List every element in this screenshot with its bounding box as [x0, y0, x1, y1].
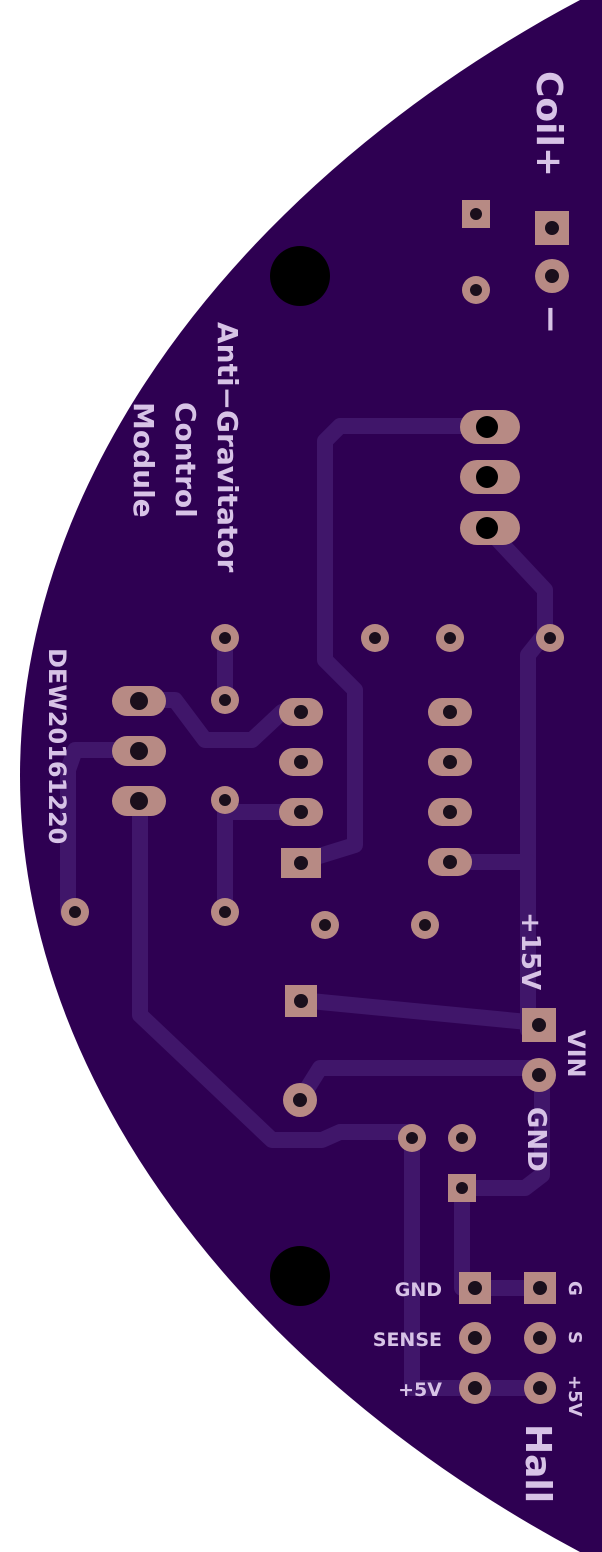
trace-p [454, 1062, 550, 1196]
trace-a [292, 418, 478, 870]
trace-b [479, 520, 553, 648]
ic-pad-1-hole [294, 705, 308, 719]
trace-n [404, 1132, 483, 1396]
via-pads [61, 624, 564, 1152]
pad-425-925-hole [419, 919, 431, 931]
pad-412-1138-hole [406, 1132, 418, 1144]
board-outline [20, 0, 602, 1552]
header-left-pad-3-hole [130, 792, 148, 810]
header-3pin-left [112, 686, 166, 816]
hall-left-pad-gnd-hole [468, 1281, 482, 1295]
pad-225-800-hole [219, 794, 231, 806]
coil-connector [535, 211, 569, 293]
ic-pad-5-hole [443, 705, 457, 719]
hall-left-pad-5v-hole [468, 1381, 482, 1395]
silkscreen: Coil+ − Anti−Gravitator Control Module D… [43, 71, 590, 1503]
power-pad-vin-hole [532, 1018, 546, 1032]
pad-225-912-hole [219, 906, 231, 918]
pad-sq-1-hole [470, 208, 482, 220]
hall-connector-left [459, 1272, 491, 1404]
ic-pad-8-hole [443, 855, 457, 869]
ic-pad-2-hole [294, 755, 308, 769]
pad-325-925-hole [319, 919, 331, 931]
label-hall-g: G [564, 1281, 585, 1296]
hall-connector-right [524, 1272, 556, 1404]
transistor-pads [460, 410, 520, 545]
label-hall-p5v: +5V [564, 1375, 585, 1417]
label-date-code: DEW20161220 [43, 648, 71, 844]
traces [60, 418, 553, 1396]
label-vin: VIN [562, 1030, 590, 1078]
label-hall: Hall [517, 1424, 558, 1503]
mounting-hole-bottom [270, 1246, 330, 1306]
pad-550-638-hole [544, 632, 556, 644]
pad-sq-300-1000-hole [294, 994, 308, 1008]
ic-pad-4-hole [294, 856, 308, 870]
ic-pad-3-hole [294, 805, 308, 819]
pad-sq-462-1188-hole [456, 1182, 468, 1194]
ic-pad-6-hole [443, 755, 457, 769]
label-title-line3: Module [127, 402, 160, 518]
to220-pad-2-hole [476, 466, 498, 488]
label-hall-gnd: GND [395, 1279, 442, 1301]
pad-225-638-hole [219, 632, 231, 644]
hall-right-pad-g-hole [533, 1281, 547, 1295]
trace-c [520, 632, 548, 870]
label-plus15v: +15V [515, 912, 545, 990]
dip8-ic [279, 698, 472, 878]
coil-pad-1-hole [545, 221, 559, 235]
coil-pad-2-hole [545, 269, 559, 283]
pad-225-700-hole [219, 694, 231, 706]
ic-pad-7-hole [443, 805, 457, 819]
hall-right-pad-s-hole [533, 1331, 547, 1345]
power-connector [522, 1008, 556, 1092]
to220-pad-3-hole [476, 517, 498, 539]
trace-f [292, 992, 546, 1031]
label-coil-plus: Coil+ [528, 71, 569, 177]
pad-300-1100-hole [293, 1093, 307, 1107]
pad-462-1138-hole [456, 1132, 468, 1144]
power-pad-gnd-hole [532, 1068, 546, 1082]
label-coil-minus: − [530, 304, 571, 334]
pad-75-912-hole [69, 906, 81, 918]
label-gnd-power: GND [521, 1107, 551, 1172]
pad-round-1-hole [470, 284, 482, 296]
label-hall-sense: SENSE [373, 1329, 442, 1351]
to220-pad-1-hole [476, 416, 498, 438]
pad-450-638-hole [444, 632, 456, 644]
label-hall-s: S [564, 1331, 585, 1344]
mounting-hole-top [270, 246, 330, 306]
pad-375-638-hole [369, 632, 381, 644]
trace-m [132, 792, 420, 1148]
hall-left-pad-sense-hole [468, 1331, 482, 1345]
label-title-line1: Anti−Gravitator [211, 322, 244, 572]
label-hall-5v: +5V [398, 1379, 442, 1401]
hall-right-pad-5v-hole [533, 1381, 547, 1395]
header-left-pad-1-hole [130, 692, 148, 710]
label-title-line2: Control [169, 402, 202, 518]
trace-l [60, 742, 148, 920]
header-left-pad-2-hole [130, 742, 148, 760]
